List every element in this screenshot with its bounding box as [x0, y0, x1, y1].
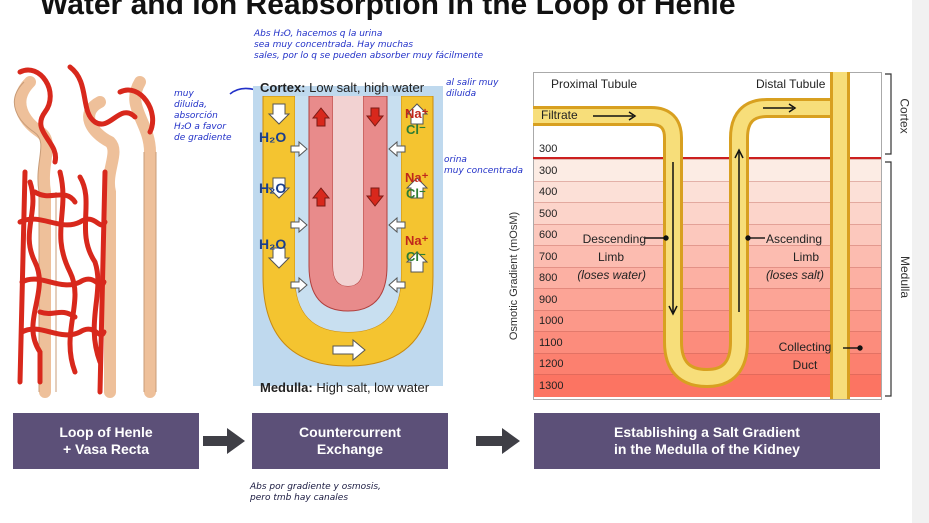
- osmolarity-tick: 1300: [539, 379, 564, 392]
- gradient-band: [534, 223, 881, 246]
- arrow-right-icon-2: [476, 428, 520, 454]
- medulla-label: Medulla:: [260, 380, 313, 395]
- osmolarity-tick: 400: [539, 186, 558, 198]
- page-title: Water and Ion Reabsorption in the Loop o…: [40, 0, 736, 21]
- caption-salt-gradient: Establishing a Salt Gradient in the Medu…: [534, 413, 880, 469]
- caption-2-line-1: Countercurrent: [299, 424, 401, 440]
- right-scroll-strip: [912, 0, 929, 523]
- ascending-line-3: (loses salt): [766, 268, 825, 282]
- caption-3-line-1: Establishing a Salt Gradient: [614, 424, 800, 440]
- water-label-3: H₂O: [259, 236, 287, 252]
- collecting-line-1: Collecting: [778, 340, 832, 354]
- proximal-tubule-label: Proximal Tubule: [551, 77, 638, 91]
- handwritten-note-right-top: al salir muy diluida: [446, 78, 499, 99]
- loop-tubule-diagram: [533, 72, 881, 399]
- chloride-label-2: Cl⁻: [406, 186, 426, 201]
- countercurrent-diagram: [262, 96, 434, 367]
- osmolarity-tick: 800: [539, 272, 558, 284]
- gradient-band: [534, 309, 881, 332]
- water-label-2: H₂O: [259, 180, 287, 196]
- loop-of-henle-illustration: [13, 64, 157, 398]
- osmolarity-tick: 1000: [539, 315, 564, 327]
- descending-line-1: Descending: [582, 232, 646, 246]
- caption-3-line-2: in the Medulla of the Kidney: [614, 441, 800, 457]
- handwritten-note-right-mid: orina muy concentrada: [444, 155, 523, 176]
- caption-countercurrent: Countercurrent Exchange: [252, 413, 448, 469]
- descending-line-2: Limb: [597, 250, 624, 264]
- descending-limb-label: Descending Limb (loses water): [576, 230, 646, 284]
- descending-line-3: (loses water): [577, 268, 646, 282]
- collecting-duct-label: Collecting Duct: [770, 338, 840, 374]
- label-pointers: [645, 235, 863, 351]
- osmolarity-tick: 300: [539, 164, 558, 177]
- gradient-band: [534, 245, 881, 268]
- medulla-side-label: Medulla: [898, 255, 912, 299]
- ascending-line-2: Limb: [792, 250, 819, 264]
- cortex-text: Low salt, high water: [309, 80, 425, 95]
- gradient-band: [534, 266, 881, 289]
- osmolarity-tick: 500: [539, 207, 558, 220]
- osmolarity-tick: 600: [539, 229, 558, 241]
- region-brackets: [885, 73, 892, 397]
- water-label-1: H₂O: [259, 129, 287, 145]
- handwritten-note-top: Abs H₂O, hacemos q la urina sea muy conc…: [254, 29, 484, 61]
- osmolarity-tick: 300: [539, 143, 558, 155]
- gradient-band: [534, 180, 881, 203]
- caption-1-line-1: Loop of Henle: [59, 424, 153, 440]
- cortex-label: Cortex:: [260, 80, 306, 95]
- osmolarity-ticks: 300 300 400 500 600 700 800 900 1000 1100 1200 1300: [539, 140, 579, 398]
- ascending-limb-label: Ascending Limb (loses salt): [766, 230, 846, 284]
- chloride-label-3: Cl⁻: [406, 249, 426, 264]
- sodium-label-1: Na⁺: [405, 106, 429, 121]
- salt-gradient-panel: [533, 72, 882, 400]
- cortex-side-label: Cortex: [898, 98, 912, 134]
- caption-loop-of-henle: Loop of Henle + Vasa Recta: [13, 413, 199, 469]
- collecting-line-2: Duct: [792, 358, 818, 372]
- osmolarity-tick: 700: [539, 250, 558, 263]
- gradient-band: [534, 331, 881, 354]
- handwritten-note-bottom: Abs por gradiente y osmosis, pero tmb ha…: [250, 482, 381, 503]
- medulla-text: High salt, low water: [316, 380, 430, 395]
- gradient-band: [534, 202, 881, 225]
- filtrate-label: Filtrate: [541, 108, 578, 122]
- arrow-right-icon: [203, 428, 245, 454]
- gradient-band: [534, 288, 881, 311]
- gradient-band: [534, 352, 881, 375]
- osmolarity-tick: 1200: [539, 358, 564, 370]
- ascending-line-1: Ascending: [766, 232, 823, 246]
- osmolarity-tick: 900: [539, 293, 558, 306]
- caption-2-line-2: Exchange: [316, 441, 384, 457]
- sodium-label-2: Na⁺: [405, 170, 429, 185]
- gradient-band: [534, 159, 881, 182]
- vasa-recta-drawing: [17, 64, 156, 395]
- handwritten-note-left: muy diluida, absorción H₂O a favor de gr…: [174, 89, 232, 143]
- osmotic-axis-label: Osmotic Gradient (mOsM): [508, 211, 521, 341]
- sodium-label-3: Na⁺: [405, 233, 429, 248]
- caption-1-line-2: + Vasa Recta: [62, 441, 149, 457]
- chloride-label-1: Cl⁻: [406, 122, 426, 137]
- distal-tubule-label: Distal Tubule: [756, 77, 826, 91]
- osmolarity-tick: 1100: [539, 336, 563, 349]
